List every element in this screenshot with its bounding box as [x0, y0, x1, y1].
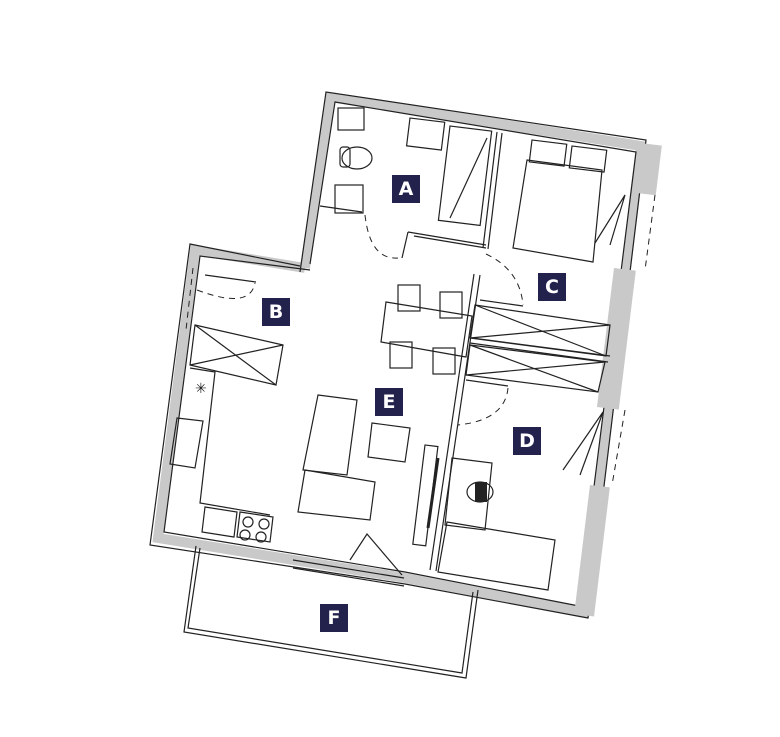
bathroom-fixtures — [334, 107, 493, 227]
room-label-c: C — [538, 273, 566, 301]
dining-set — [380, 284, 473, 375]
desk-and-bed — [412, 444, 556, 591]
sofa — [297, 394, 411, 521]
wardrobes — [189, 304, 611, 393]
window-strips — [185, 143, 662, 617]
room-label-e: E — [375, 388, 403, 416]
double-bed — [512, 139, 608, 263]
room-label-d: D — [513, 427, 541, 455]
kitchen — [169, 367, 274, 543]
outer-walls — [149, 91, 647, 619]
ventilation-icon: ✳ — [195, 381, 207, 397]
doors — [196, 194, 626, 576]
room-label-f: F — [320, 604, 348, 632]
room-label-a: A — [392, 175, 420, 203]
room-label-b: B — [262, 298, 290, 326]
